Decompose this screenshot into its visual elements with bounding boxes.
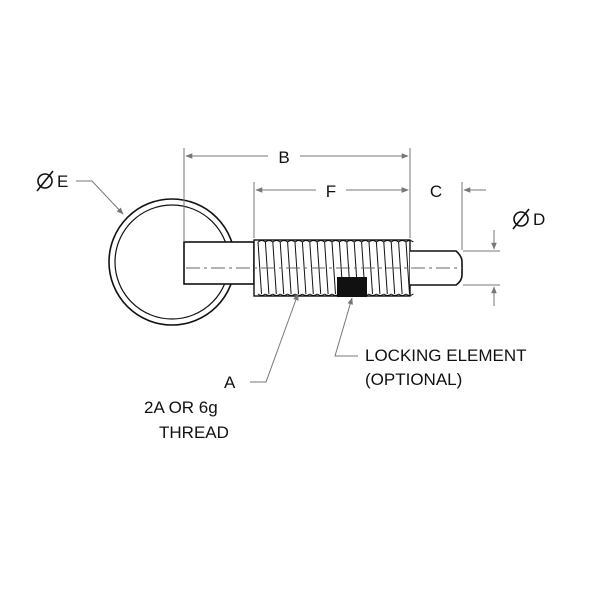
thread-peak: [398, 240, 407, 243]
thread-root: [383, 293, 392, 296]
thread-crest: [398, 241, 403, 295]
thread-peak: [353, 240, 362, 243]
thread-root: [376, 293, 385, 296]
thread-root: [279, 293, 288, 296]
thread-peak: [302, 240, 311, 243]
thread-peak: [376, 240, 385, 243]
dimension-b-label: B: [278, 148, 289, 167]
thread-root: [368, 293, 377, 296]
locking-element: [337, 277, 367, 297]
diameter-symbol-icon: [512, 208, 530, 230]
thread-peak: [316, 240, 325, 243]
thread-peak: [287, 240, 296, 243]
thread-peak: [346, 240, 355, 243]
thread-crest: [383, 241, 388, 295]
dimension-c: C: [390, 182, 486, 201]
thread-root: [316, 293, 325, 296]
dimension-f-label: F: [326, 182, 336, 201]
shank: [183, 241, 255, 285]
dimension-c-label: C: [430, 182, 442, 201]
dimension-dia-d: D: [491, 208, 545, 306]
thread-peak: [257, 240, 266, 243]
thread-callout-class: 2A OR 6g: [144, 398, 218, 417]
thread-peak: [339, 240, 348, 243]
dimension-dia-e-label: E: [57, 172, 68, 191]
thread-root: [390, 293, 399, 296]
thread-peak: [279, 240, 288, 243]
dimension-dia-d-label: D: [533, 210, 545, 229]
dimension-b: B: [185, 148, 409, 167]
thread-peak: [361, 240, 370, 243]
thread-root: [272, 293, 281, 296]
dimension-dia-e: E: [36, 170, 124, 215]
thread-crest: [405, 241, 410, 295]
thread-crest: [324, 241, 329, 295]
thread-crest: [257, 241, 262, 295]
thread-peak: [390, 240, 399, 243]
thread-callout: A 2A OR 6g THREAD: [144, 293, 299, 442]
thread-peak: [265, 240, 274, 243]
thread-root: [302, 293, 311, 296]
thread-crest: [331, 241, 336, 295]
thread-peak: [405, 240, 414, 243]
thread-peak: [383, 240, 392, 243]
thread-peak: [272, 240, 281, 243]
extension-lines: [183, 148, 500, 286]
thread-peak: [331, 240, 340, 243]
thread-root: [257, 293, 266, 296]
thread-root: [324, 293, 333, 296]
thread-peak: [324, 240, 333, 243]
thread-peak: [309, 240, 318, 243]
thread-root: [265, 293, 274, 296]
thread-root: [398, 293, 407, 296]
diameter-symbol-icon: [36, 170, 54, 192]
locking-element-label: LOCKING ELEMENT: [365, 346, 527, 365]
thread-crest: [375, 241, 381, 295]
thread-peak: [294, 240, 303, 243]
thread-peak: [368, 240, 377, 243]
thread-root: [405, 293, 414, 296]
thread-root: [309, 293, 318, 296]
thread-callout-word: THREAD: [159, 423, 229, 442]
locking-element-callout: LOCKING ELEMENT (OPTIONAL): [334, 297, 527, 389]
locking-element-optional: (OPTIONAL): [365, 370, 462, 389]
dimension-f: F: [255, 182, 409, 201]
thread-callout-a: A: [224, 373, 236, 392]
